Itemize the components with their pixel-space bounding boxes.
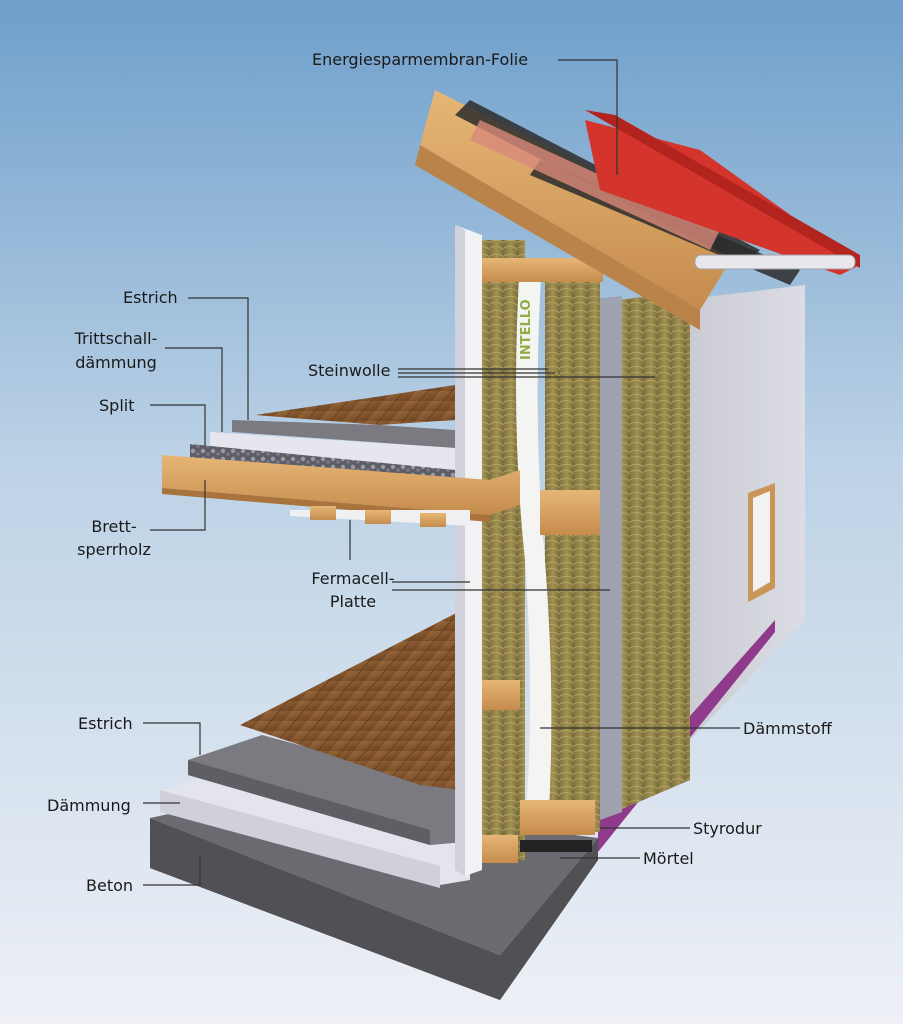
label-daemmung: Dämmung <box>47 796 131 815</box>
label-moertel: Mörtel <box>643 849 694 868</box>
label-brett-line1: Brett- <box>91 517 137 536</box>
label-brett-line2: sperrholz <box>77 540 151 559</box>
label-estrich-top: Estrich <box>123 288 178 307</box>
label-trittschall-line2: dämmung <box>75 353 157 372</box>
label-daemmstoff: Dämmstoff <box>743 719 832 738</box>
label-beton: Beton <box>86 876 134 895</box>
brand-text: INTELLO <box>519 299 534 360</box>
label-estrich-bottom: Estrich <box>78 714 133 733</box>
label-energiesparmembran: Energiesparmembran-Folie <box>312 50 529 69</box>
window <box>748 483 775 602</box>
upper-floor <box>162 385 520 527</box>
roof <box>415 90 860 330</box>
outer-insulation <box>620 290 690 810</box>
screed-bottom <box>188 735 465 845</box>
label-trittschall-line1: Trittschall- <box>74 329 158 348</box>
label-split: Split <box>99 396 135 415</box>
wall-insulation-core <box>480 240 600 860</box>
fermacell-board <box>455 225 482 876</box>
membrane-foil <box>516 260 552 830</box>
wall-blocking <box>478 258 603 863</box>
parquet-floor-bottom <box>240 610 462 790</box>
label-steinwolle: Steinwolle <box>308 361 391 380</box>
label-fermacell-line1: Fermacell- <box>311 569 395 588</box>
leader-lines <box>143 59 740 886</box>
label-styrodur: Styrodur <box>693 819 762 838</box>
label-fermacell-line2: Platte <box>329 592 377 611</box>
